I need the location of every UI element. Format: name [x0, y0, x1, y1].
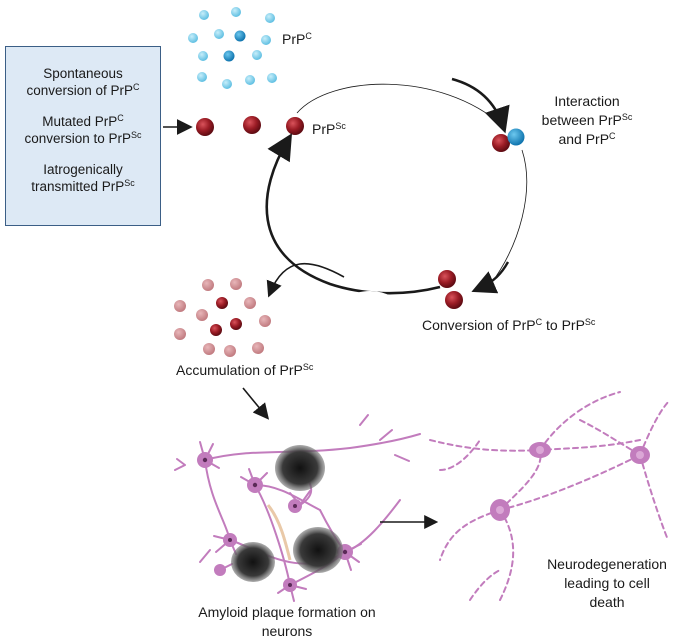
label-accumulation: Accumulation of PrPSc — [176, 362, 314, 378]
propagation-cycle — [265, 77, 528, 298]
accumulation-arrow — [242, 387, 270, 420]
prpc-cluster — [188, 7, 277, 89]
causes-box: Spontaneous conversion of PrPC Mutated P… — [5, 46, 161, 226]
label-conversion: Conversion of PrPC to PrPSc — [422, 317, 596, 333]
interaction-pair — [492, 128, 525, 152]
cycle-gap — [336, 291, 404, 339]
label-neurodegeneration: Neurodegeneration leading to cell death — [547, 556, 667, 610]
cause-mutated: Mutated PrPC conversion to PrPSc — [24, 113, 142, 147]
cause-iatrogenic: Iatrogenically transmitted PrPSc — [31, 162, 135, 194]
label-prpsc: PrPSc — [312, 121, 346, 137]
cause-spontaneous: Spontaneous conversion of PrPC — [26, 66, 140, 98]
label-amyloid: Amyloid plaque formation on neurons — [198, 604, 376, 639]
prpsc-row — [196, 116, 304, 136]
neuron-somas — [197, 452, 353, 592]
accumulation-cluster — [174, 278, 271, 357]
amyloid-plaques — [231, 445, 343, 582]
converted-pair — [438, 270, 463, 309]
degenerated-somas — [490, 442, 650, 521]
label-interaction: Interaction between PrPSc and PrPC — [541, 93, 633, 147]
label-prpc: PrPC — [282, 31, 312, 47]
